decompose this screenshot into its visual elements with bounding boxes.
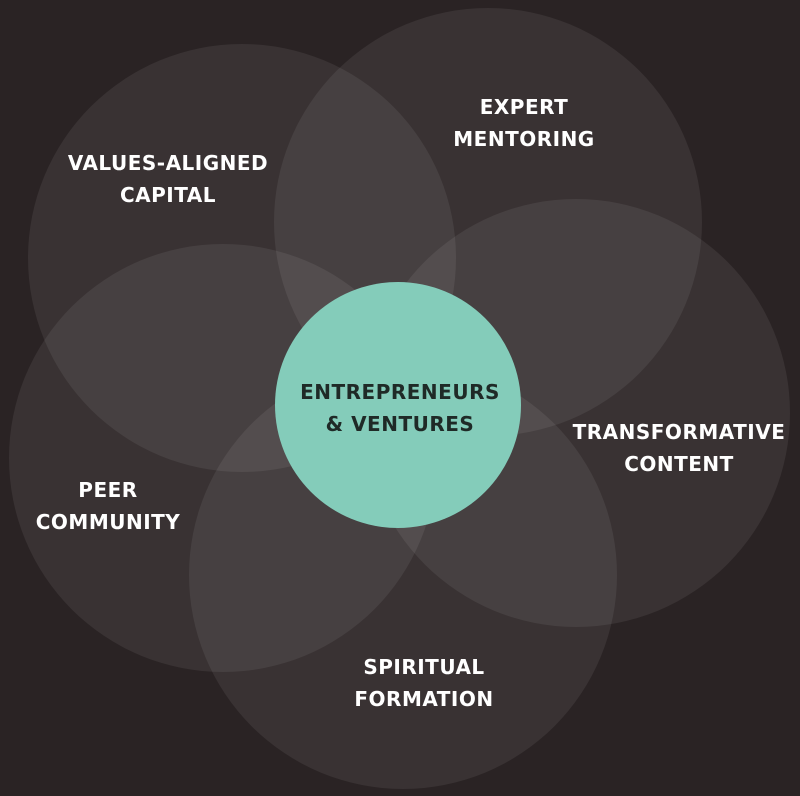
label-values-aligned-capital-line1: VALUES-ALIGNED: [67, 151, 269, 175]
label-spiritual-formation: SPIRITUAL FORMATION: [354, 651, 493, 715]
center-label-line1: ENTREPRENEURS: [300, 380, 500, 404]
label-expert-mentoring-line2: MENTORING: [453, 127, 595, 151]
center-circle: [275, 282, 521, 528]
label-peer-community-line1: PEER: [78, 478, 138, 502]
label-spiritual-formation-line1: SPIRITUAL: [363, 655, 485, 679]
label-values-aligned-capital-line2: CAPITAL: [119, 183, 217, 207]
label-peer-community-line2: COMMUNITY: [35, 510, 181, 534]
center-label: ENTREPRENEURS & VENTURES: [300, 376, 500, 440]
label-transformative-content: TRANSFORMATIVE CONTENT: [573, 416, 786, 480]
label-spiritual-formation-line2: FORMATION: [354, 687, 494, 711]
label-transformative-content-line2: CONTENT: [624, 452, 734, 476]
label-values-aligned-capital: VALUES-ALIGNED CAPITAL: [68, 147, 268, 211]
label-expert-mentoring: EXPERT MENTORING: [453, 91, 594, 155]
label-transformative-content-line1: TRANSFORMATIVE: [572, 420, 786, 444]
center-label-line2: & VENTURES: [325, 412, 475, 436]
label-peer-community: PEER COMMUNITY: [36, 474, 181, 538]
label-expert-mentoring-line1: EXPERT: [479, 95, 569, 119]
